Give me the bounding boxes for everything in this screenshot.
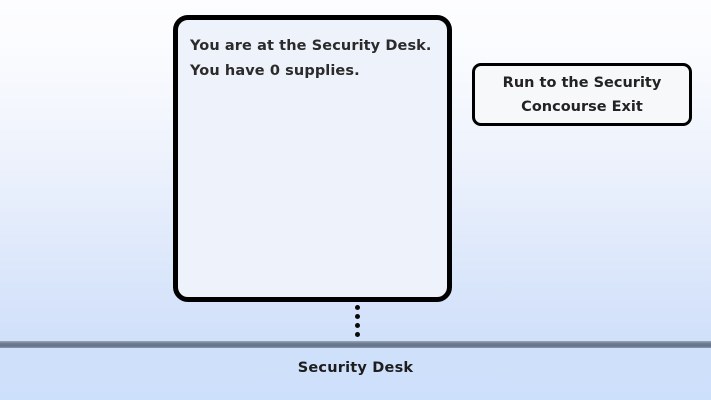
action-button-line-1: Run to the Security <box>502 74 662 91</box>
room-description-line-2: You have 0 supplies. <box>190 63 360 79</box>
location-label: Security Desk <box>297 360 414 376</box>
connector-dot <box>354 323 360 328</box>
room-description-line-1: You are at the Security Desk. <box>190 38 432 54</box>
action-button-line-2: Concourse Exit <box>521 98 643 115</box>
connector-dot <box>354 332 360 337</box>
ground-divider <box>0 341 711 348</box>
connector-dot <box>354 305 360 310</box>
connector-dot <box>354 314 360 319</box>
run-to-security-concourse-exit-button[interactable]: Run to the Security Concourse Exit <box>472 63 692 126</box>
panel-ground-connector <box>353 305 361 337</box>
room-description-panel: You are at the Security Desk. You have 0… <box>173 15 452 302</box>
